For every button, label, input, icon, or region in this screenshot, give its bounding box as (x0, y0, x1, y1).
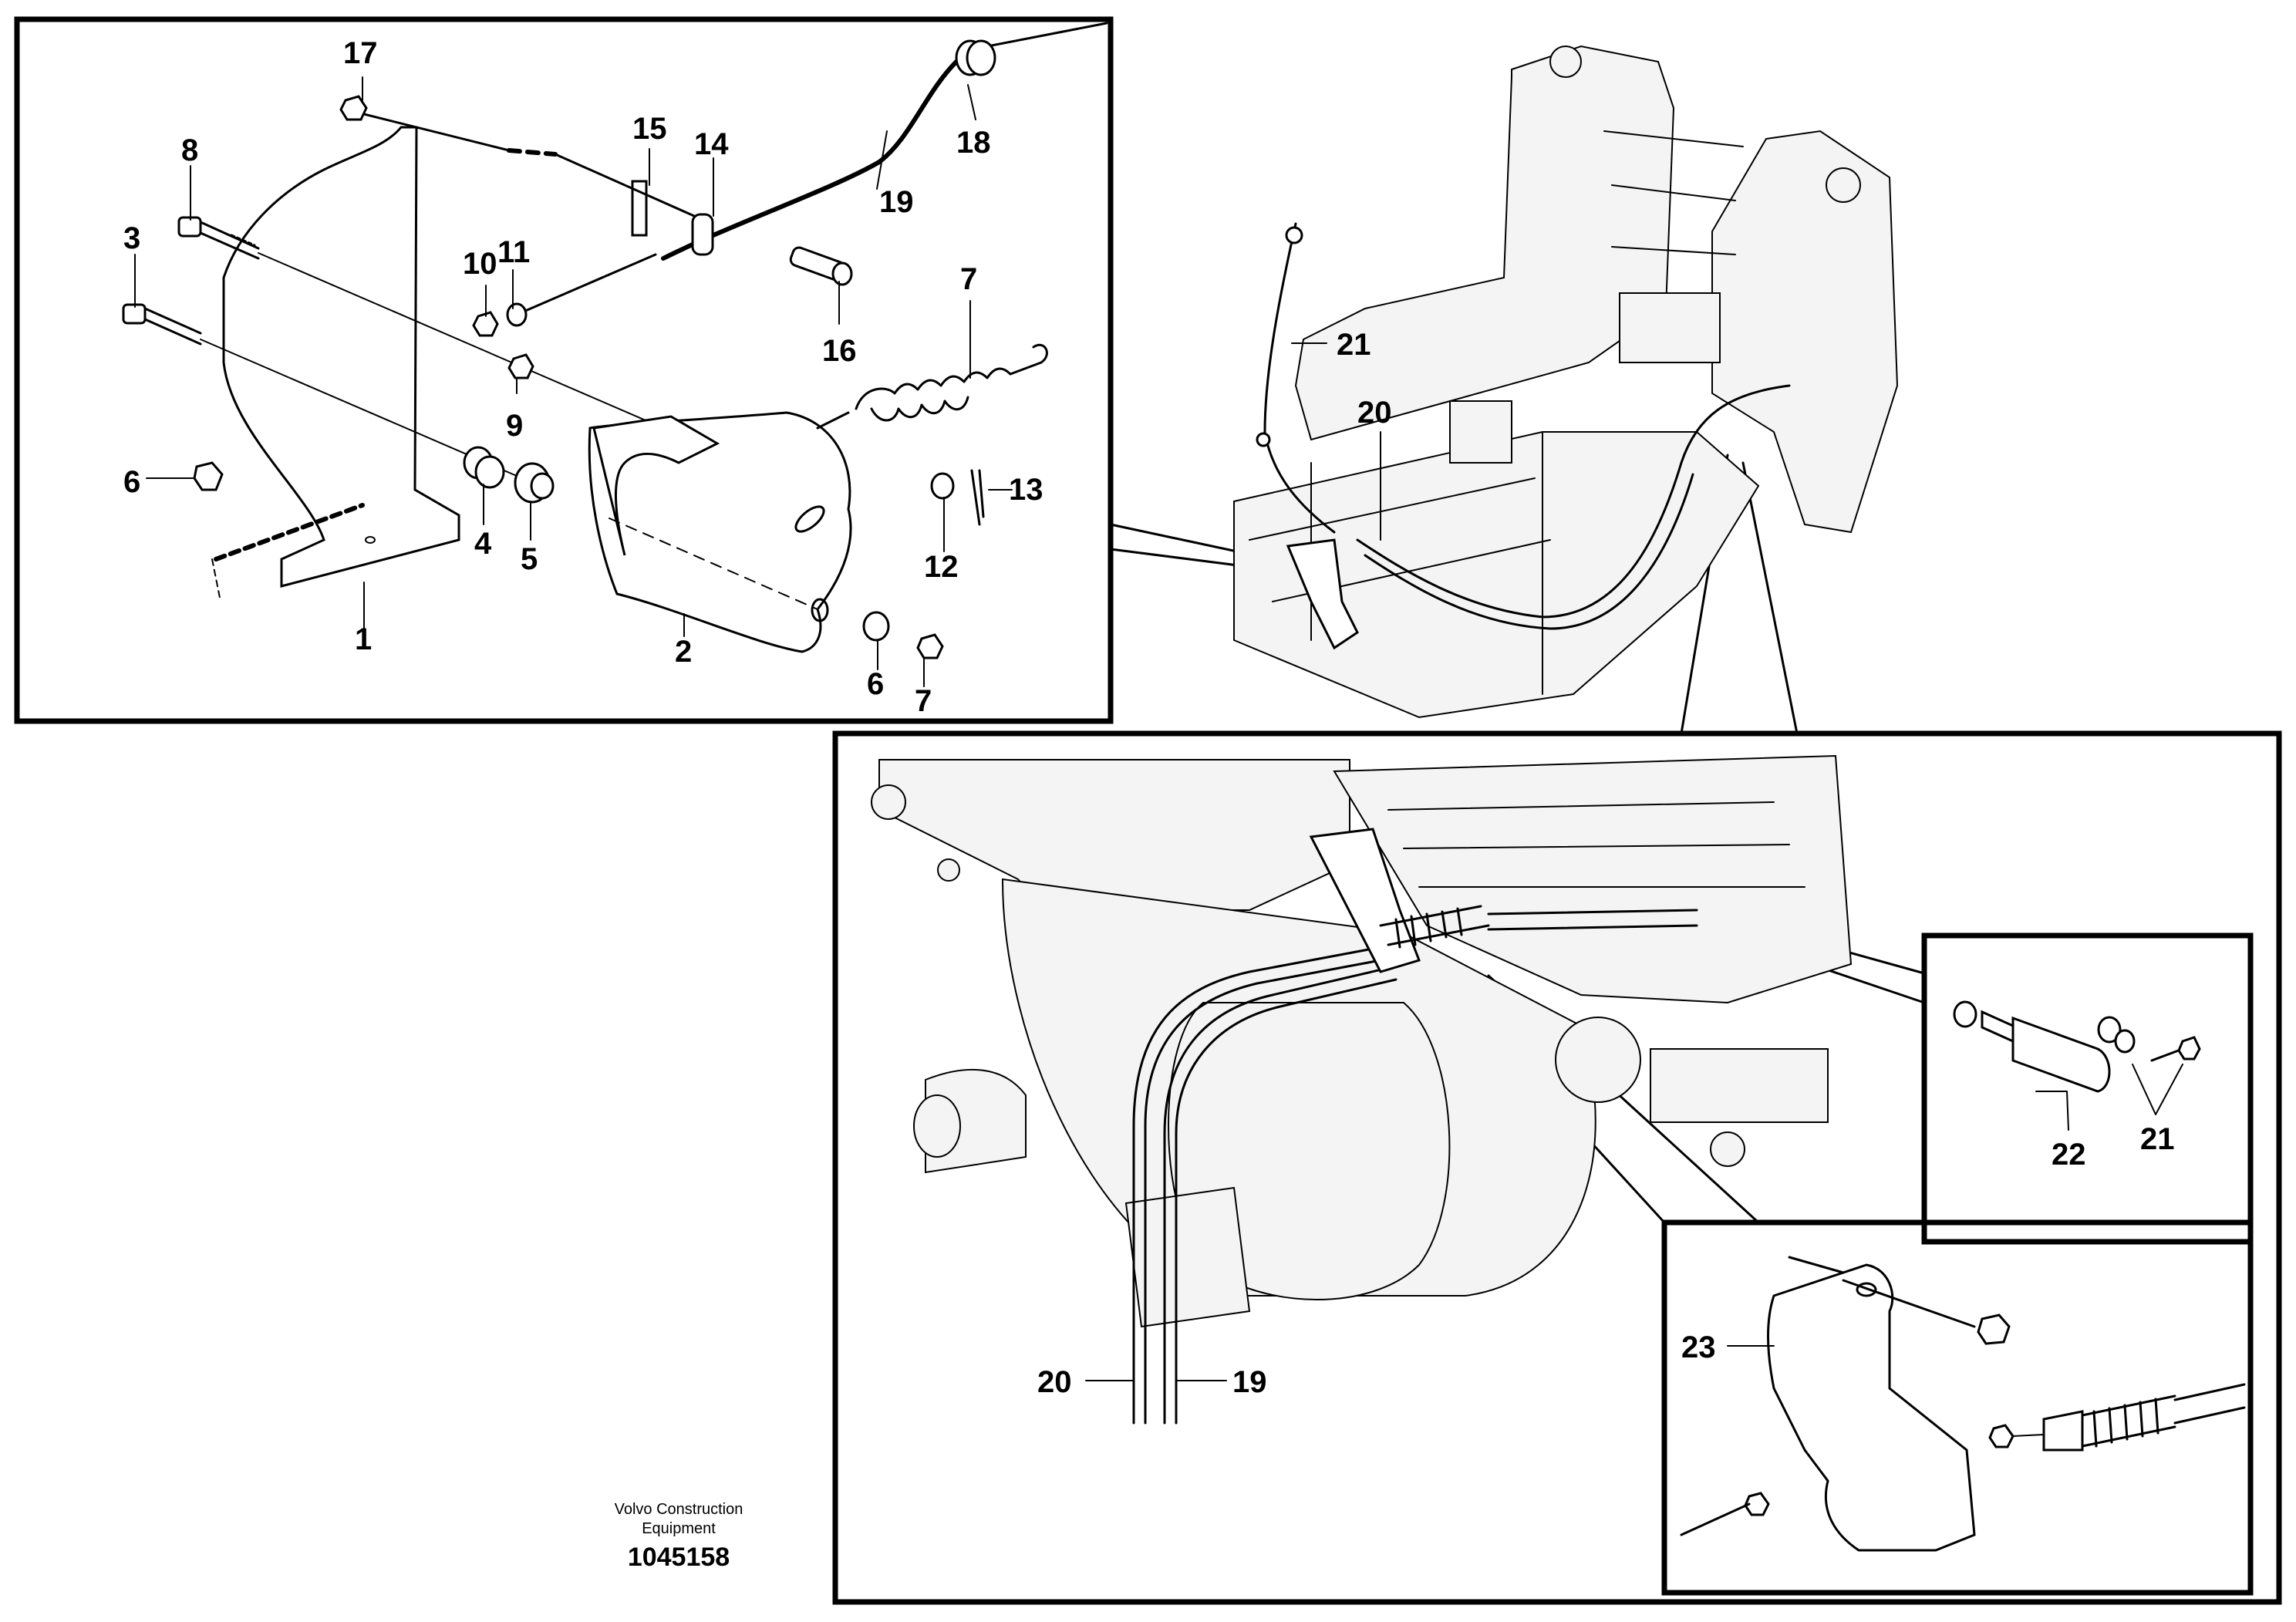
callout-15: 15 (632, 112, 667, 146)
bolt-part-8 (177, 216, 260, 260)
callout-19b: 19 (1232, 1365, 1267, 1399)
callout-22: 22 (2052, 1138, 2086, 1172)
clip-part-15 (631, 180, 648, 237)
nut-inset-23a (1988, 1424, 2014, 1448)
throttle-cable-21 (1263, 222, 1336, 534)
washer-part-12 (930, 472, 955, 500)
leader-lines-frame (1291, 342, 1381, 541)
callout-11: 11 (497, 235, 530, 269)
brand-line-1: Volvo Construction (615, 1501, 743, 1518)
callout-23: 23 (1681, 1330, 1716, 1364)
clamp-part-14 (691, 213, 714, 256)
spacer-part-4 (463, 446, 505, 489)
callout-16: 16 (822, 334, 857, 368)
callout-8: 8 (181, 133, 198, 167)
bolt-head-23 (1977, 1313, 2011, 1345)
bellows (1379, 905, 1490, 949)
callout-9: 9 (506, 409, 523, 443)
return-spring (816, 344, 1048, 430)
callout-21b: 21 (2140, 1122, 2175, 1156)
detail-panel-pedal-assembly (14, 16, 1114, 724)
callout-labels: 1 2 3 4 5 6 6 7 7 8 9 10 11 12 13 14 15 … (123, 36, 2175, 1399)
callout-7b: 7 (915, 684, 932, 718)
callout-5: 5 (521, 542, 538, 576)
nut-part-10 (472, 311, 499, 337)
callout-4: 4 (474, 527, 492, 561)
nut-part-6 (193, 461, 224, 491)
detail-panel-bracket (1661, 1219, 2254, 1596)
cable-part-19 (661, 44, 982, 261)
callout-20a: 20 (1357, 396, 1392, 430)
transmission-drawing (871, 754, 1853, 1425)
cable-run-20 (1132, 947, 1374, 1425)
cable-end-inset-drawing (1953, 1000, 2201, 1093)
machine-frame-drawing (1233, 45, 1899, 719)
cable-run-19 (1163, 966, 1390, 1425)
brand-line-2: Equipment (642, 1520, 716, 1537)
callout-19a: 19 (879, 185, 914, 219)
callout-6a: 6 (123, 465, 140, 499)
nut-part-17 (339, 95, 368, 121)
pedal-assembly-drawing (122, 22, 1108, 659)
callout-21a: 21 (1337, 328, 1371, 362)
detail-panel-transmission (832, 730, 2282, 1605)
footer-credit: Volvo Construction Equipment 1045158 (615, 1501, 743, 1572)
callout-3: 3 (123, 221, 140, 255)
rod-end-part-11 (506, 302, 528, 327)
bushing-part-5 (514, 462, 555, 504)
callout-20b: 20 (1037, 1365, 1072, 1399)
callout-12: 12 (924, 550, 959, 584)
leader-lines-pedal (134, 76, 1013, 687)
callout-7a: 7 (960, 262, 977, 296)
callout-18: 18 (956, 126, 991, 160)
callout-14: 14 (694, 127, 729, 161)
callout-10: 10 (463, 247, 497, 281)
bolt-part-16 (789, 246, 853, 286)
washer-part-6b (862, 611, 890, 642)
bracket-plate (222, 126, 460, 588)
callout-6b: 6 (867, 667, 884, 701)
callout-17: 17 (343, 36, 378, 70)
cable-route-20 (1356, 384, 1791, 619)
nut-part-7b (916, 633, 944, 659)
leader-lines-cable-end (2035, 1064, 2183, 1131)
cotter-pin-part-13 (970, 469, 985, 526)
nut-part-9 (507, 353, 534, 379)
grommet-part-18 (955, 39, 996, 76)
document-number: 1045158 (628, 1543, 730, 1572)
callout-2: 2 (675, 635, 692, 669)
bracket-inset-drawing (1680, 1256, 2246, 1552)
bolt-part-3 (122, 303, 202, 346)
callout-1: 1 (355, 622, 372, 656)
callout-13: 13 (1009, 473, 1043, 507)
